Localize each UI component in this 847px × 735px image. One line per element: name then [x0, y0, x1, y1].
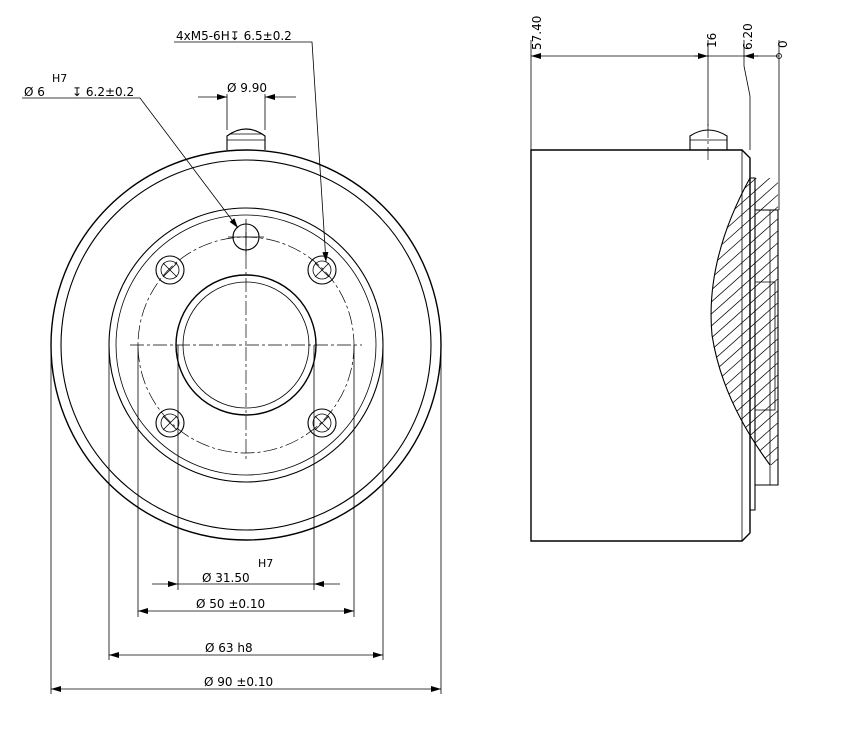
threaded-hole — [307, 408, 337, 438]
pin-top — [226, 128, 266, 150]
side-face-outline — [755, 209, 779, 486]
spigot-inner-circle — [115, 214, 377, 476]
side-view: 57.40 16 6.20 0 — [530, 16, 790, 542]
dim-pin-position: 16 — [705, 33, 719, 48]
dim-outer: Ø 90 ±0.10 — [204, 675, 273, 689]
side-pin — [689, 124, 728, 160]
threaded-hole — [155, 255, 185, 285]
dim-length: 57.40 — [530, 16, 544, 50]
dim-origin: 0 — [776, 40, 790, 48]
dim-pin-diameter: Ø 9.90 — [227, 81, 267, 95]
dim-pin-hole-depth: ↧ 6.2±0.2 — [72, 85, 134, 99]
dim-bore-tolerance: H7 — [258, 557, 273, 570]
dim-thread-hole: 4xM5-6H↧ 6.5±0.2 — [176, 29, 292, 43]
dim-bolt-circle: Ø 50 ±0.10 — [196, 597, 265, 611]
side-spigot-outline — [750, 177, 756, 511]
dim-pin-hole-tolerance: H7 — [52, 72, 67, 85]
front-view: 4xM5-6H↧ 6.5±0.2 H7 Ø 6 ↧ 6.2±0.2 Ø 9.90… — [22, 29, 442, 694]
dim-pin-hole: Ø 6 — [24, 85, 45, 99]
pin-hole — [228, 219, 264, 255]
dim-spigot: Ø 63 h8 — [205, 641, 253, 655]
threaded-hole — [155, 408, 185, 438]
side-body-outline — [530, 149, 751, 542]
outer-chamfer-circle — [60, 159, 432, 531]
threaded-hole — [307, 255, 337, 285]
dim-bore: Ø 31.50 — [202, 571, 250, 585]
dim-flange: 6.20 — [741, 23, 755, 50]
